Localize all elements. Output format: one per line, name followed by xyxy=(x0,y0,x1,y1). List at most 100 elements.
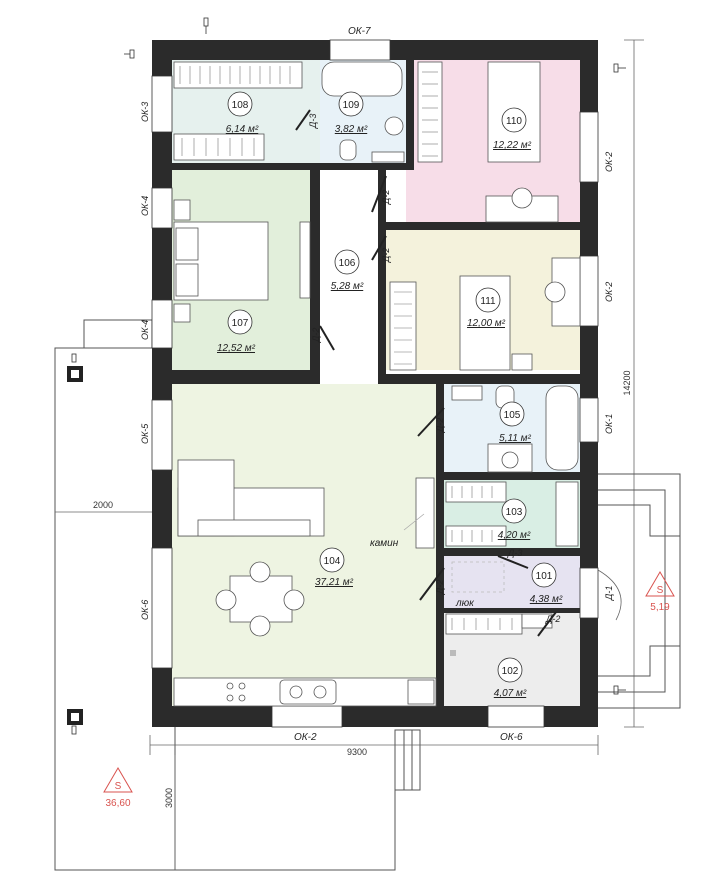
window-ok5 xyxy=(151,399,173,471)
room-area-109: 3,82 м² xyxy=(335,124,368,135)
room-number-103: 103 xyxy=(506,507,523,518)
door-label-d1-entry: Д-1 xyxy=(604,586,614,601)
room-label-108: 108 6,14 м² xyxy=(226,91,259,135)
room-number-104: 104 xyxy=(324,556,341,567)
room-label-105: 105 5,11 м² xyxy=(499,401,532,444)
room-number-101: 101 xyxy=(536,571,553,582)
door-label-d2-110: Д-2 xyxy=(381,190,391,205)
door-leaves xyxy=(295,109,557,637)
window-label-ok5: ОК-5 xyxy=(140,423,150,444)
dimension-lines xyxy=(55,39,644,870)
window-label-ok2b: ОК-2 xyxy=(294,732,317,743)
column-marker-upper xyxy=(67,366,83,382)
terrace-width-dimension: 2000 xyxy=(93,500,113,510)
room-area-111: 12,00 м² xyxy=(467,318,506,329)
room-label-101: 101 4,38 м² xyxy=(530,562,563,605)
entry-door-gap xyxy=(579,567,599,619)
room-number-109: 109 xyxy=(343,100,360,111)
fireplace-104 xyxy=(415,477,435,549)
window-ok7 xyxy=(329,39,391,61)
room-number-106: 106 xyxy=(339,258,356,269)
wardrobe-108-bottom xyxy=(173,133,265,161)
shelves-103-c xyxy=(555,481,579,547)
window-label-ok6l: ОК-6 xyxy=(140,600,150,620)
bathtub-105 xyxy=(545,385,579,471)
room-label-110: 110 12,22 м² xyxy=(493,107,532,151)
entry-door-swing xyxy=(597,569,622,621)
toilet-109 xyxy=(339,139,357,161)
room-label-111: 111 12,00 м² xyxy=(467,287,506,329)
terrace-right-area: 5,19 xyxy=(650,602,670,613)
dining-table-104 xyxy=(229,575,293,623)
hatch-outline xyxy=(451,561,505,593)
room-label-103: 103 4,20 м² xyxy=(498,498,531,541)
total-height-dimension: 14200 xyxy=(622,370,632,395)
window-ok6l xyxy=(151,547,173,669)
hatch-label: люк xyxy=(455,598,475,609)
window-label-ok2r-a: ОК-2 xyxy=(604,152,614,172)
shelves-103-b xyxy=(445,525,507,547)
furniture xyxy=(173,61,581,707)
room-101-fill xyxy=(444,556,580,612)
wardrobe-101 xyxy=(445,613,523,635)
room-number-108: 108 xyxy=(232,100,249,111)
terrace-right-symbol: S xyxy=(657,585,664,596)
left-terrace xyxy=(54,319,421,871)
room-number-102: 102 xyxy=(502,666,519,677)
room-area-110: 12,22 м² xyxy=(493,140,532,151)
windows xyxy=(151,39,599,728)
window-ok2r-a xyxy=(579,111,599,183)
room-area-106: 5,28 м² xyxy=(331,281,364,292)
room-area-107: 12,52 м² xyxy=(217,343,256,354)
window-label-ok6b: ОК-6 xyxy=(500,732,523,743)
fireplace-arrow xyxy=(403,513,425,531)
bathtub-109 xyxy=(321,61,403,97)
room-label-107: 107 12,52 м² xyxy=(217,309,256,354)
window-label-ok4a: ОК-4 xyxy=(140,196,150,216)
fireplace-label: камин xyxy=(370,538,399,549)
window-ok4b xyxy=(151,299,173,349)
room-number-110: 110 xyxy=(506,116,522,127)
room-106-fill xyxy=(320,170,378,380)
wardrobe-108-top xyxy=(173,61,303,89)
wardrobe-111 xyxy=(389,281,417,371)
door-label-d2-102: Д-2 xyxy=(545,614,560,624)
window-ok3 xyxy=(151,75,173,133)
wardrobe-107 xyxy=(299,221,311,299)
window-ok4a xyxy=(151,187,173,229)
door-label-d2-111: Д-2 xyxy=(381,248,391,263)
room-area-101: 4,38 м² xyxy=(530,594,563,605)
room-area-108: 6,14 м² xyxy=(226,124,259,135)
total-width-dimension: 9300 xyxy=(347,747,367,757)
shelves-103-a xyxy=(445,481,507,503)
wardrobe-hatching xyxy=(179,66,513,630)
terrace-left-marker: S 36,60 xyxy=(103,767,133,809)
terrace-left-area: 36,60 xyxy=(105,798,130,809)
room-area-102: 4,07 м² xyxy=(494,688,527,699)
door-label-d3-103: Д-3 xyxy=(507,548,522,558)
room-number-111: 111 xyxy=(480,296,496,307)
room-area-103: 4,20 м² xyxy=(498,530,531,541)
room-area-105: 5,11 м² xyxy=(499,433,531,444)
window-ok6b xyxy=(487,705,545,728)
window-ok2b xyxy=(271,705,343,728)
entry-porch xyxy=(598,473,681,709)
door-label-d2-104: Д-2 xyxy=(435,580,445,595)
column-marker-lower xyxy=(67,709,83,725)
window-ok1r xyxy=(579,397,599,443)
window-ok2r-b xyxy=(579,255,599,327)
room-104-fill xyxy=(172,384,436,706)
window-label-ok3: ОК-3 xyxy=(140,102,150,122)
terrace-left-symbol: S xyxy=(115,781,122,792)
terrace-right-marker: S 5,19 xyxy=(645,571,675,613)
room-label-106: 106 5,28 м² xyxy=(331,249,364,292)
room-number-107: 107 xyxy=(232,318,249,329)
terrace-depth-dimension: 3000 xyxy=(164,788,174,808)
room-label-109: 109 3,82 м² xyxy=(335,91,368,135)
sink-105 xyxy=(487,443,533,473)
door-label-d2-105: Д-2 xyxy=(435,418,445,433)
window-label-ok2r-b: ОК-2 xyxy=(604,282,614,302)
window-label-ok4b: ОК-4 xyxy=(140,320,150,340)
north-markers xyxy=(71,17,626,735)
